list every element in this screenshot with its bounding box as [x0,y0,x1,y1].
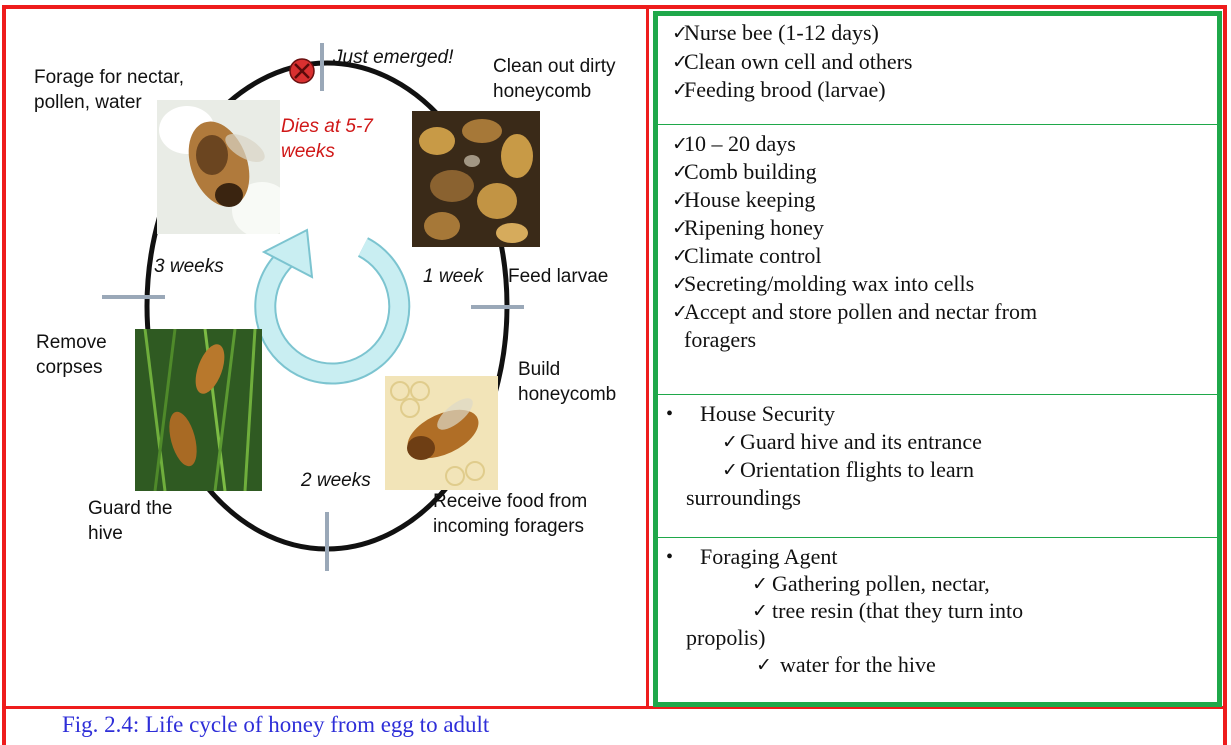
role-description-panel: ✓ Nurse bee (1-12 days) ✓ Clean own cell an… [653,11,1222,707]
panel-line-text: Ripening honey [684,214,824,242]
figure-caption: Fig. 2.4: Life cycle of honey from egg t… [62,712,489,738]
label-build-honeycomb: Build honeycomb [518,358,616,407]
panel-line-text: 10 – 20 days [684,130,796,158]
panel-line-text: Orientation flights to learn [740,456,974,484]
life-cycle-diagram: Just emerged! Clean out dirty honeycomb … [6,9,646,706]
check-icon: ✓ [722,428,738,456]
panel-line-text: surroundings [686,484,801,512]
label-forage: Forage for nectar, pollen, water [34,66,184,115]
panel-line-text: Clean own cell and others [684,48,913,76]
panel-line-text: foragers [684,326,756,354]
label-just-emerged: Just emerged! [333,46,453,71]
label-feed-larvae: Feed larvae [508,265,608,290]
panel-line-text: Secreting/molding wax into cells [684,270,974,298]
panel-line-text: Climate control [684,242,821,270]
panel-line-text: propolis) [686,624,765,652]
panel-line-text: Foraging Agent [700,543,838,571]
panel-line-text: Accept and store pollen and nectar from [684,298,1037,326]
comb-building-bee-photo [385,376,498,490]
panel-line-text: Nurse bee (1-12 days) [684,19,879,47]
check-icon: ✓ [752,597,768,625]
foraging-bee-photo [157,100,280,234]
check-icon: ✓ [756,651,772,679]
bullet-icon: • [666,543,673,571]
panel-line-text: tree resin (that they turn into [772,597,1023,625]
panel-line-text: Feeding brood (larvae) [684,76,886,104]
cleaning-bees-photo [412,111,540,247]
bullet-icon: • [666,400,673,428]
label-3-weeks: 3 weeks [154,255,224,280]
panel-line-text: House keeping [684,186,815,214]
check-icon: ✓ [722,456,738,484]
foraging-agent-section: •Foraging Agent✓Gathering pollen, nectar… [658,538,1217,702]
panel-line-text: Comb building [684,158,817,186]
label-guard-hive: Guard the hive [88,497,173,546]
cycle-arrow-icon [264,230,399,374]
guarding-bees-photo [135,329,262,491]
panel-line-text: House Security [700,400,835,428]
label-dies: Dies at 5-7 weeks [281,115,373,164]
house-bee-section: ✓10 – 20 days✓Comb building✓House keepin… [658,125,1217,395]
label-receive-food: Receive food from incoming foragers [433,490,587,539]
house-security-section: •House Security✓Guard hive and its entra… [658,395,1217,538]
panel-line-text: Gathering pollen, nectar, [772,570,990,598]
check-icon: ✓ [752,570,768,598]
label-clean-out: Clean out dirty honeycomb [493,55,616,104]
nurse-bee-section: ✓Nurse bee (1-12 days)✓Clean own cell an… [658,16,1217,125]
label-remove-corpses: Remove corpses [36,331,107,380]
label-2-weeks: 2 weeks [301,469,371,494]
label-1-week: 1 week [423,265,483,290]
panel-line-text: Guard hive and its entrance [740,428,982,456]
column-divider [646,5,649,708]
panel-line-text: water for the hive [780,651,936,679]
